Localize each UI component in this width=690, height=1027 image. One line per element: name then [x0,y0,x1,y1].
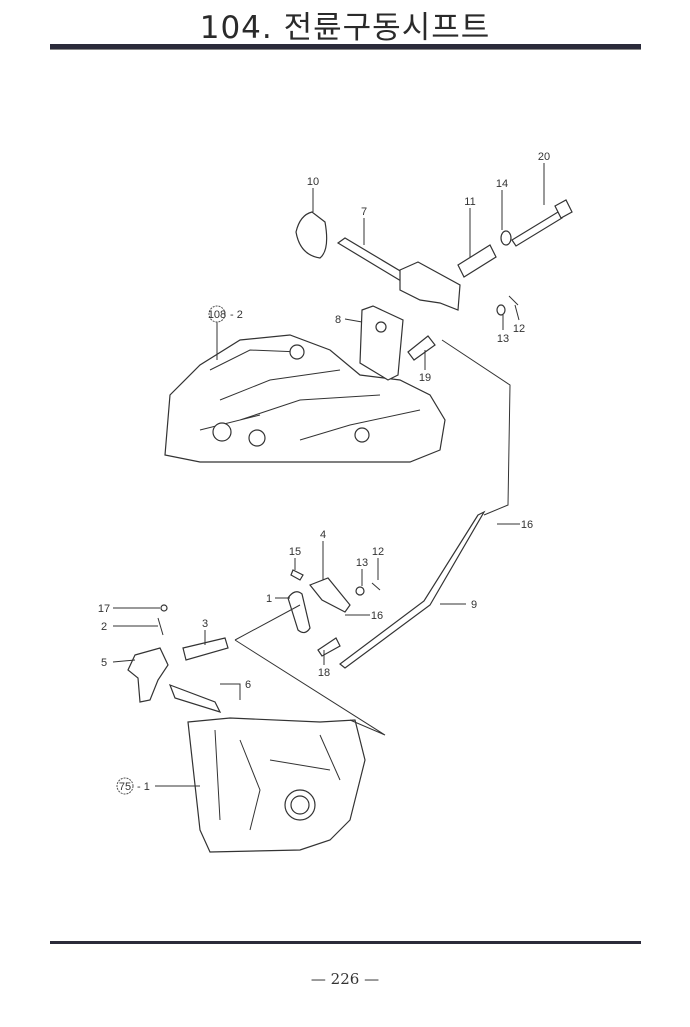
lever-part [309,577,351,613]
callout-17: 17 [98,603,110,615]
bolt-19-part [407,335,436,361]
callout-3: 3 [202,618,208,630]
plate-part [359,305,404,381]
callout-13: 13 [356,557,368,569]
upper-housing-part [164,334,446,463]
callout-10: 10 [307,176,319,188]
page-title: 104. 전륜구동시프트 [199,10,491,46]
callout-12: 12 [372,546,384,558]
page-number: — 226 — [310,970,380,988]
callouts: 10 7 11 14 20 108 - 2 8 13 12 19 16 15 4… [98,151,550,795]
callout-9: 9 [471,599,477,611]
lower-case-part [187,717,366,853]
callout-5: 5 [101,657,107,669]
callout-7: 7 [361,206,367,218]
collar-part [457,244,497,278]
shift-fork-part [127,647,169,703]
callout-4: 4 [320,529,326,541]
callout-18: 18 [318,667,330,679]
callout-15: 15 [289,546,301,558]
callout-6: 6 [245,679,251,691]
callout-13: 13 [497,333,509,345]
callout-75: 75 [119,781,131,793]
callout-16: 16 [521,519,533,531]
lever-rod-part [336,237,461,311]
header-rule [50,44,641,50]
callout-14: 14 [496,178,508,190]
footer-rule [50,941,641,944]
callout-19: 19 [419,372,431,384]
shift-shaft-part [168,683,222,713]
bolt-part [511,199,573,247]
callout-8: 8 [335,314,341,326]
callout-2: 2 [101,621,107,633]
callout-16: 16 [371,610,383,622]
callout-20: 20 [538,151,550,163]
link-rod-part [339,510,486,669]
callout-1: 1 [266,593,272,605]
leader-lines [112,163,545,787]
callout-108-suffix: - 2 [230,309,243,321]
callout-12: 12 [513,323,525,335]
knob-part [295,211,328,259]
shaft-part [182,637,229,661]
callout-108: 108 [208,309,226,321]
callout-75-suffix: - 1 [137,781,150,793]
arm-part [287,591,311,634]
callout-11: 11 [464,196,475,208]
washer-part [500,230,512,246]
